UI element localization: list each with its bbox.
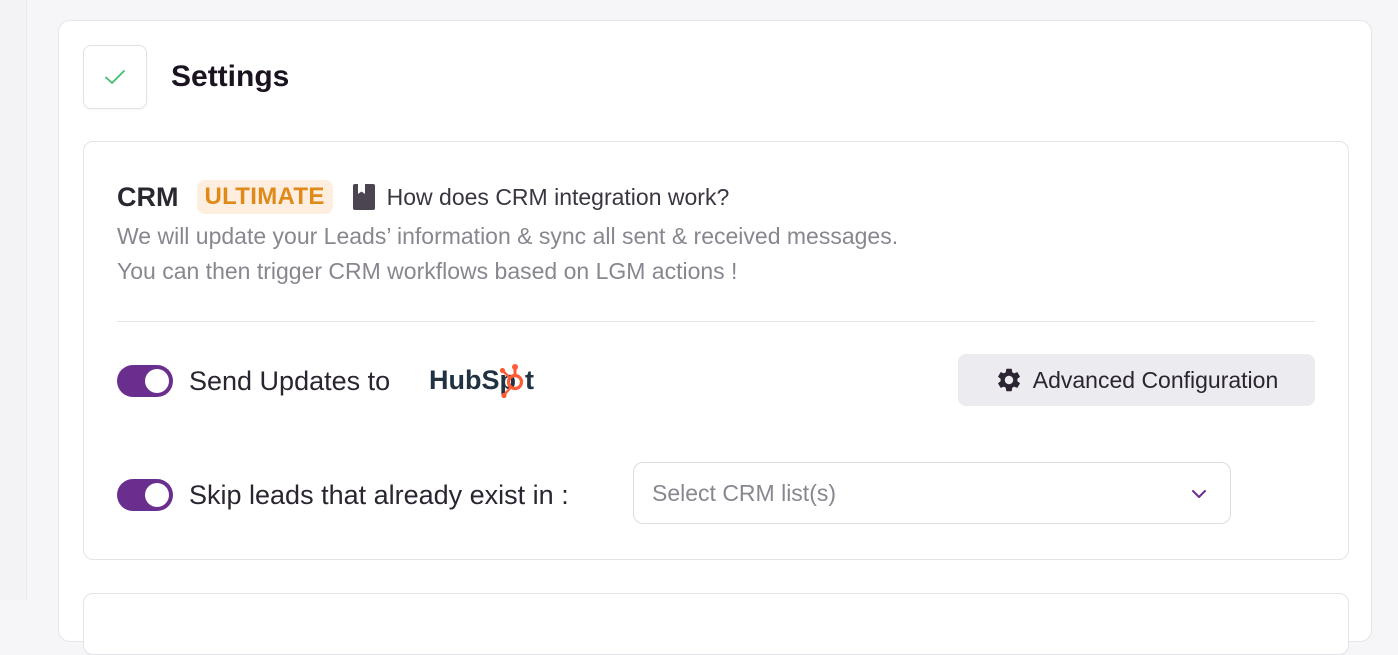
toggle-knob <box>145 483 169 507</box>
divider <box>117 321 1315 322</box>
left-rail <box>0 0 27 600</box>
crm-description-line2: You can then trigger CRM workflows based… <box>117 258 738 284</box>
advanced-configuration-label: Advanced Configuration <box>1032 366 1279 393</box>
crm-help-link-text: How does CRM integration work? <box>386 183 730 210</box>
hubspot-logo-graphic: HubSp t <box>429 364 534 399</box>
next-section-card <box>83 593 1349 655</box>
crm-help-link[interactable]: How does CRM integration work? <box>352 183 730 211</box>
chevron-down-icon <box>1192 490 1206 498</box>
settings-check-box[interactable] <box>83 45 147 109</box>
skip-leads-toggle[interactable] <box>117 479 173 511</box>
send-updates-label: Send Updates to <box>189 366 391 396</box>
crm-list-select[interactable]: Select CRM list(s) <box>633 462 1231 524</box>
hubspot-logo: HubSp t <box>429 362 547 400</box>
svg-text:t: t <box>525 365 534 395</box>
ultimate-badge: ULTIMATE <box>196 180 333 214</box>
advanced-configuration-button[interactable]: Advanced Configuration <box>958 354 1315 406</box>
send-updates-toggle[interactable] <box>117 365 173 397</box>
crm-description-line1: We will update your Leads’ information &… <box>117 223 899 249</box>
crm-list-select-placeholder: Select CRM list(s) <box>652 479 837 506</box>
crm-section: CRM ULTIMATE How does CRM integration wo… <box>83 141 1349 560</box>
book-icon <box>352 184 375 210</box>
page-title: Settings <box>171 60 290 93</box>
toggle-knob <box>145 369 169 393</box>
settings-card: Settings CRM ULTIMATE How does CRM integ… <box>58 20 1372 655</box>
skip-leads-label: Skip leads that already exist in : <box>189 480 569 510</box>
gear-icon <box>997 368 1020 392</box>
crm-header: CRM ULTIMATE How does CRM integration wo… <box>117 180 729 214</box>
crm-label: CRM <box>117 182 179 212</box>
check-icon <box>105 70 125 84</box>
